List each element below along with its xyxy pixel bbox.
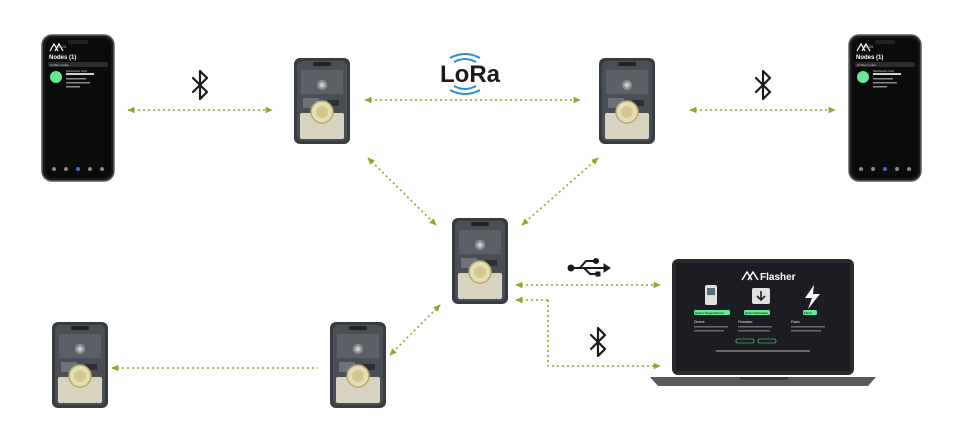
svg-text:LoRa: LoRa bbox=[440, 61, 501, 88]
connection-links bbox=[111, 96, 836, 372]
usb-icon bbox=[567, 258, 611, 277]
bluetooth-icon bbox=[754, 69, 772, 101]
radio-device-bottom-left bbox=[51, 321, 109, 409]
bluetooth-icon bbox=[191, 69, 209, 101]
svg-text:Q Filter nodes: Q Filter nodes bbox=[50, 63, 69, 67]
svg-text:Flasher: Flasher bbox=[760, 272, 796, 283]
svg-text:Nodes (1): Nodes (1) bbox=[856, 55, 883, 61]
download-icon bbox=[752, 288, 770, 304]
phone-right: 10:24 Nodes (1) Q Filter nodes Meshtasti… bbox=[848, 34, 922, 182]
link-device-1-to-center bbox=[367, 157, 437, 226]
svg-text:Select Firmware: Select Firmware bbox=[745, 311, 768, 315]
select-firmware-button[interactable] bbox=[744, 310, 770, 315]
select-target-device-button[interactable] bbox=[694, 310, 730, 315]
radio-device-top-left bbox=[293, 57, 351, 145]
svg-text:Flash: Flash bbox=[804, 311, 812, 315]
svg-text:Nodes (1): Nodes (1) bbox=[49, 55, 76, 61]
lightning-icon bbox=[805, 285, 820, 309]
radio-device-top-right bbox=[598, 57, 656, 145]
flash-button[interactable] bbox=[803, 310, 817, 315]
device-icon bbox=[705, 285, 717, 305]
svg-text:10:24: 10:24 bbox=[56, 44, 67, 49]
radio-device-bottom-middle bbox=[329, 321, 387, 409]
bluetooth-icon bbox=[589, 326, 607, 358]
svg-text:Meshtastic 4c2f: Meshtastic 4c2f bbox=[66, 69, 87, 73]
link-center-to-laptop-bluetooth bbox=[547, 300, 661, 370]
radio-device-center bbox=[451, 217, 509, 305]
link-device-2-to-center bbox=[521, 157, 599, 226]
lora-logo: LoRa bbox=[440, 53, 501, 95]
svg-text:Meshtastic 4c2f: Meshtastic 4c2f bbox=[873, 69, 894, 73]
svg-text:Select Target Device: Select Target Device bbox=[695, 311, 724, 315]
svg-text:Flash: Flash bbox=[791, 320, 800, 324]
svg-text:Firmware: Firmware bbox=[738, 320, 753, 324]
svg-text:Q Filter nodes: Q Filter nodes bbox=[857, 63, 876, 67]
svg-text:Device: Device bbox=[694, 320, 705, 324]
svg-text:10:24: 10:24 bbox=[863, 44, 874, 49]
link-center-to-device-4 bbox=[389, 304, 441, 356]
laptop-flasher: Flasher Select Target Device Device Sele… bbox=[650, 259, 876, 386]
phone-left: 10:24 Nodes (1) Q Filter nodes Meshtasti… bbox=[41, 34, 115, 182]
